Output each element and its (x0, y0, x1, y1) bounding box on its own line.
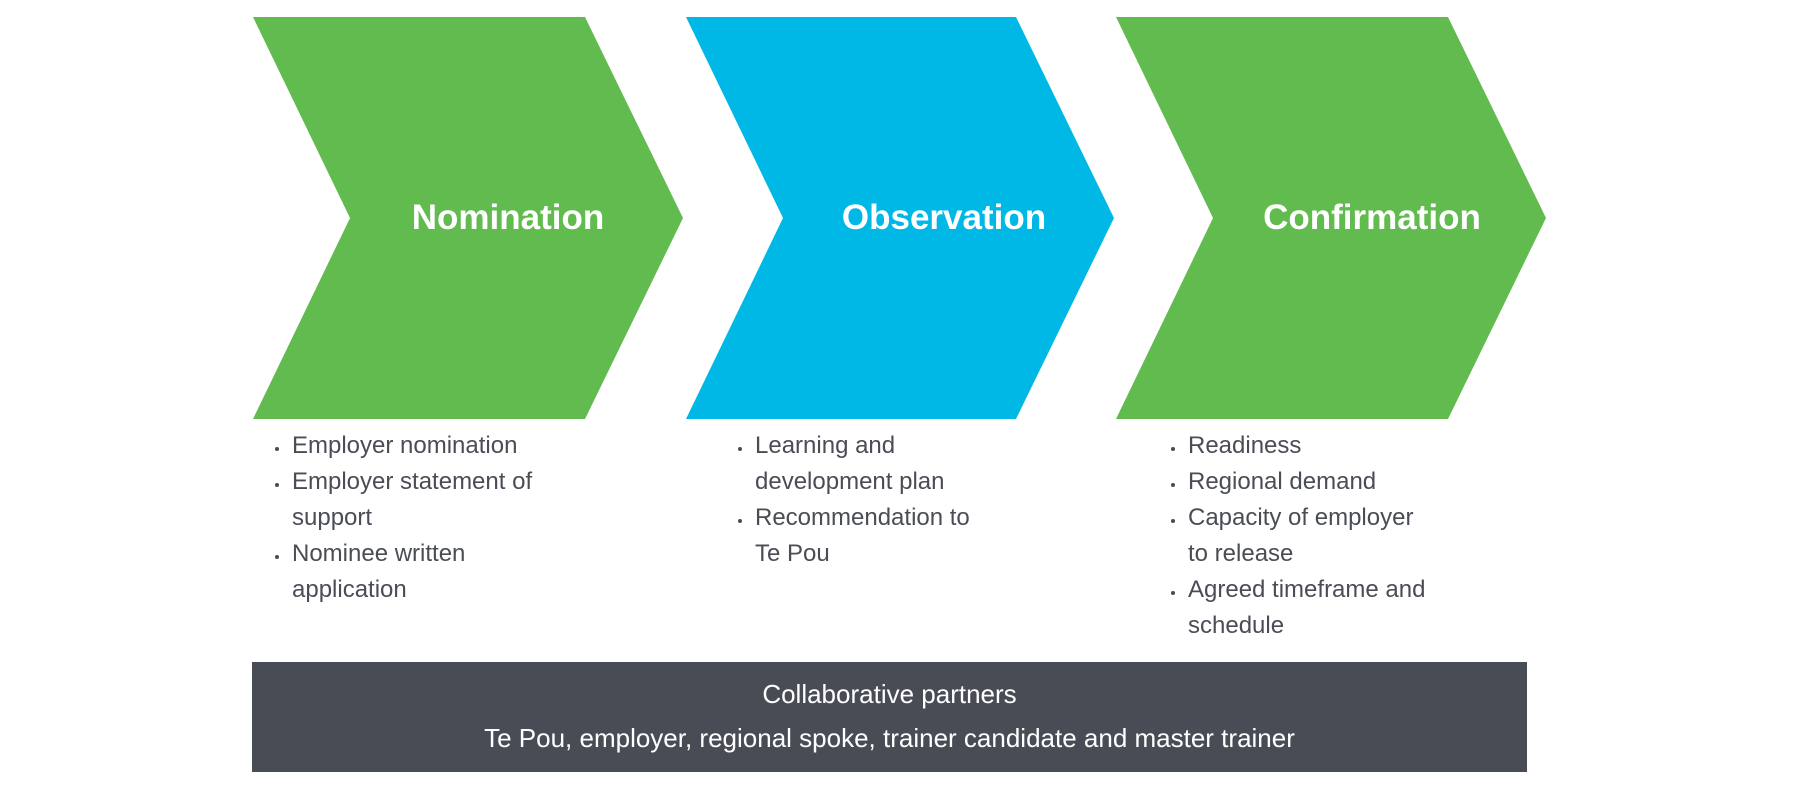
nomination-list: Employer nomination Employer statement o… (270, 428, 580, 608)
list-item: Nominee written application (290, 536, 580, 608)
step-title-nomination: Nomination (411, 198, 605, 237)
collaborative-partners-bar: Collaborative partners Te Pou, employer,… (252, 662, 1527, 772)
list-item: Readiness (1186, 428, 1426, 464)
chevron-nomination (253, 17, 683, 419)
list-item: Recommendation to Te Pou (753, 500, 983, 572)
list-item: Agreed timeframe and schedule (1186, 572, 1426, 644)
footer-text: Te Pou, employer, regional spoke, traine… (484, 723, 1295, 753)
list-item: Employer statement of support (290, 464, 580, 536)
step-title-observation: Observation (841, 198, 1047, 237)
list-item: Employer nomination (290, 428, 580, 464)
step-title-confirmation: Confirmation (1263, 198, 1481, 237)
chevron-observation (686, 17, 1114, 419)
process-chevrons (253, 17, 1546, 419)
list-item: Learning and development plan (753, 428, 983, 500)
list-item: Regional demand (1186, 464, 1426, 500)
chevron-confirmation (1116, 17, 1546, 419)
confirmation-list: Readiness Regional demand Capacity of em… (1166, 428, 1426, 644)
observation-list: Learning and development plan Recommenda… (733, 428, 983, 572)
footer-title: Collaborative partners (762, 679, 1017, 709)
list-item: Capacity of employer to release (1186, 500, 1426, 572)
